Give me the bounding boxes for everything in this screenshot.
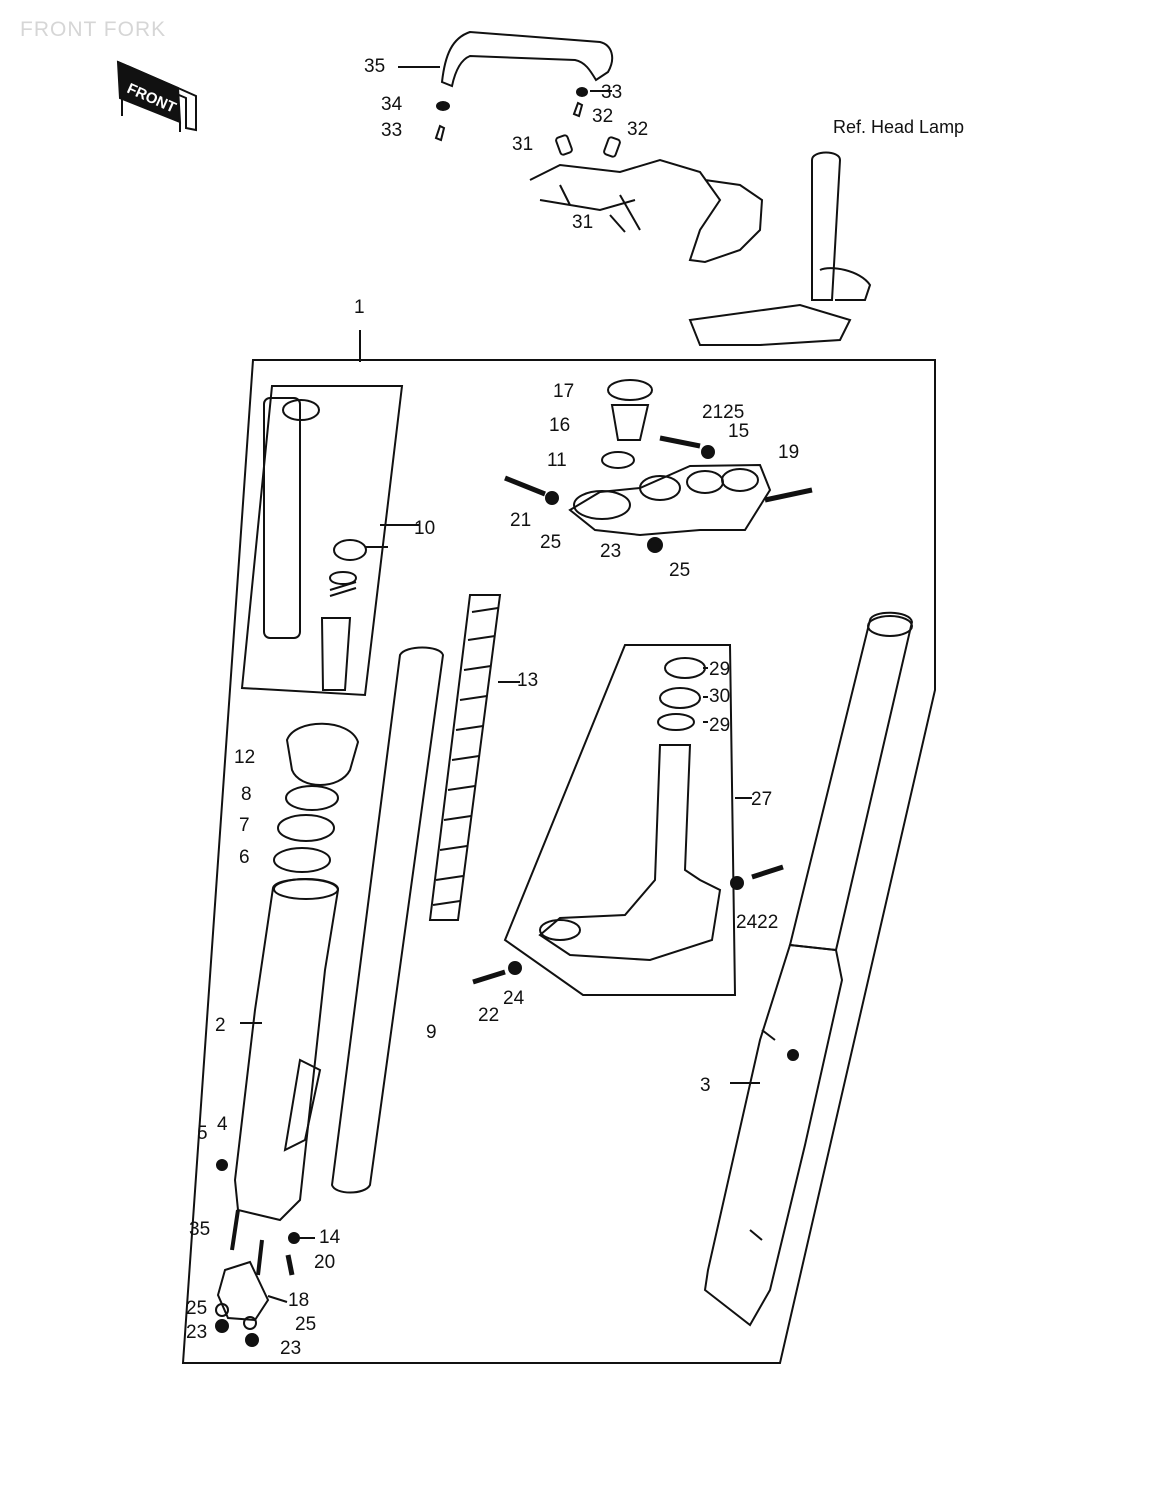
front-orientation-icon: FRONT: [116, 60, 197, 132]
callout-2422: 2422: [736, 912, 778, 933]
callout-2: 2: [215, 1015, 226, 1036]
damper-rod: [263, 397, 301, 639]
fork-spring: [428, 594, 502, 921]
callout-16: 16: [549, 415, 570, 436]
reference-note: Ref. Head Lamp: [833, 117, 964, 137]
callout-7: 7: [239, 815, 250, 836]
right-fork-tube: [788, 611, 914, 952]
callout-22: 22: [478, 1005, 499, 1026]
callout-12: 12: [234, 747, 255, 768]
callout-10: 10: [414, 518, 435, 539]
headlamp-bracket: [811, 151, 842, 301]
callout-35-top: 35: [189, 1219, 210, 1240]
callout-labels: 35 34 33 33 32 31 32 31 1 17 16 2125 15 …: [186, 56, 799, 1359]
callout-18: 18: [288, 1290, 309, 1311]
handlebar-fasteners: [434, 87, 621, 158]
callout-14: 14: [319, 1227, 341, 1248]
callout-15: 15: [728, 421, 749, 442]
callout-4: 4: [217, 1114, 228, 1135]
inner-kit-outline: [240, 385, 404, 697]
callout-25-mid: 25: [540, 532, 561, 553]
callout-17: 17: [553, 381, 574, 402]
callout-33-left: 34: [381, 94, 403, 115]
upper-bracket: [568, 463, 772, 537]
callout-30: 31: [572, 212, 593, 233]
fork-inner-tube: [330, 646, 445, 1194]
damper-spring: [328, 571, 358, 597]
right-outer-tube: [703, 943, 844, 1327]
callout-13: 13: [517, 670, 538, 691]
callout-31-left: 31: [512, 134, 533, 155]
handlebar: [440, 30, 614, 88]
callout-19: 19: [778, 442, 799, 463]
callout-33-right: 33: [601, 82, 622, 103]
callout-24: 24: [503, 988, 525, 1009]
callout-25-bracket: 25: [669, 560, 690, 581]
fork-dust-seal: [285, 722, 360, 786]
page-title: FRONT FORK: [20, 18, 167, 41]
callout-34: 35: [364, 56, 385, 77]
callout-1: 1: [354, 297, 365, 318]
callout-2125: 2125: [702, 402, 744, 423]
handlebar-holder: [529, 158, 764, 264]
callout-32-left: 33: [381, 120, 402, 141]
callout-29-top: 29: [709, 659, 730, 680]
callout-23-bottom: 23: [280, 1338, 301, 1359]
callout-8: 8: [241, 784, 252, 805]
callout-23-left: 23: [186, 1322, 207, 1343]
callout-3: 3: [700, 1075, 711, 1096]
callout-23-top: 23: [600, 541, 621, 562]
callout-9: 9: [426, 1022, 437, 1043]
callout-6: 6: [239, 847, 250, 868]
callout-11: 11: [547, 450, 567, 471]
callout-26: 27: [751, 789, 772, 810]
callout-20: 20: [314, 1252, 335, 1273]
callout-29: 30: [709, 686, 730, 707]
callout-31-right: 32: [627, 119, 648, 140]
callout-25-right: 25: [295, 1314, 316, 1335]
callout-21: 21: [510, 510, 531, 531]
callout-27: 29: [709, 715, 730, 736]
callout-32-right: 32: [592, 106, 613, 127]
steering-stem: [538, 744, 722, 962]
left-outer-tube: [233, 878, 340, 1222]
under-bracket-outline: [503, 644, 737, 996]
damper-piece: [320, 617, 352, 691]
callout-25-left: 25: [186, 1298, 207, 1319]
leader-lines: [240, 66, 760, 1303]
callout-5: 5: [197, 1123, 208, 1144]
assembly-outline: [181, 359, 936, 1364]
